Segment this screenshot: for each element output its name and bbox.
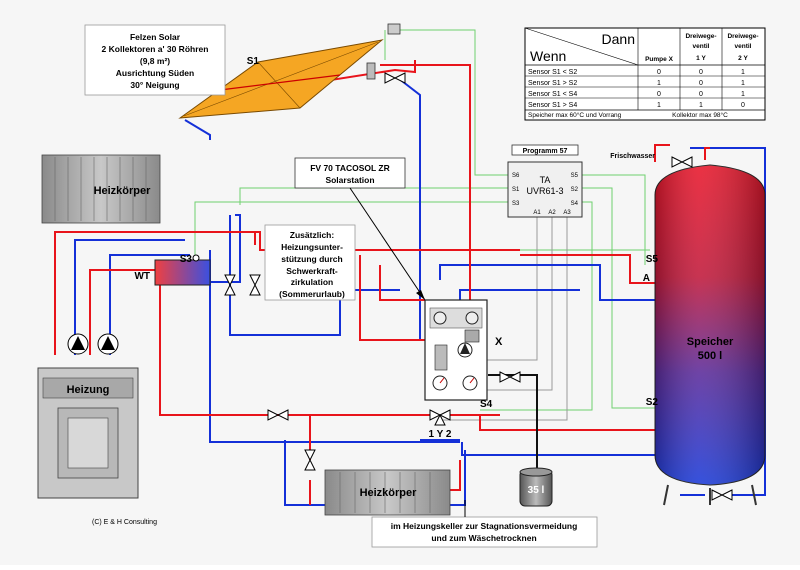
row-2-pump: 1: [657, 80, 661, 87]
table-header-if: Wenn: [530, 48, 566, 64]
col-valve1-a: Dreiwege-: [685, 33, 716, 40]
controller-name-1: TA: [540, 175, 551, 185]
col-valve1-b: ventil: [693, 43, 710, 50]
info-line-5: 30° Neigung: [130, 80, 179, 90]
signal-lines: [440, 215, 568, 421]
sensor-s5-label: S5: [646, 254, 659, 265]
radiator-top: [41, 154, 161, 224]
row-2-v1: 0: [699, 80, 703, 87]
controller-program: Programm 57: [523, 148, 568, 155]
row-2-cond: Sensor S1 > S2: [528, 80, 577, 87]
storage-tank: [654, 164, 766, 506]
row-1-pump: 0: [657, 69, 661, 76]
info-line-1: Felzen Solar: [130, 32, 181, 42]
heat-exchanger: [154, 259, 211, 286]
fresh-water-valve-icon: [671, 156, 733, 501]
controller-name-2: UVR61-3: [526, 186, 563, 196]
output-a-label: A: [643, 273, 650, 284]
note-line-5: zirkulation: [291, 277, 334, 287]
row-3-cond: Sensor S1 < S4: [528, 91, 577, 98]
radiator-bottom: [324, 469, 451, 516]
note-line-1: Zusätzlich:: [290, 230, 335, 240]
boiler: [37, 367, 139, 499]
col-valve2-c: 2 Y: [738, 55, 748, 62]
row-3-v2: 1: [741, 91, 745, 98]
station-title-1: FV 70 TACOSOL ZR: [310, 163, 390, 173]
tank-title: Speicher: [687, 336, 734, 348]
table-footer-left: Speicher max 60°C und Vorrang: [528, 111, 622, 119]
row-4-pump: 1: [657, 102, 661, 109]
gravity-valves: [224, 274, 261, 296]
info-line-3: (9,8 m²): [140, 56, 170, 66]
col-valve1-c: 1 Y: [696, 55, 706, 62]
radiator-bottom-label: Heizkörper: [360, 487, 418, 499]
row-3-pump: 0: [657, 91, 661, 98]
port-s2: S2: [571, 187, 579, 193]
sensor-s2-label: S2: [646, 397, 659, 408]
valves-label: 1 Y 2: [429, 429, 452, 440]
row-1-cond: Sensor S1 < S2: [528, 69, 577, 76]
radiator-top-label: Heizkörper: [94, 185, 152, 197]
solar-collector: [178, 39, 384, 119]
note-line-4: Schwerkraft-: [286, 266, 338, 276]
sensor-s4-label: S4: [480, 399, 493, 410]
port-s5: S5: [571, 173, 579, 179]
note-line-6: (Sommerurlaub): [279, 289, 345, 299]
bottom-note-box: im Heizungskeller zur Stagnationsvermeid…: [371, 500, 598, 548]
expansion-label: 35 l: [528, 485, 545, 496]
pump-x-label: X: [495, 336, 503, 348]
boiler-label: Heizung: [67, 384, 110, 396]
port-a1: A1: [533, 210, 541, 216]
row-1-v2: 1: [741, 69, 745, 76]
copyright-label: (C) E & H Consulting: [92, 519, 157, 526]
green-sensor-lines: [194, 29, 655, 411]
info-line-4: Ausrichtung Süden: [116, 68, 194, 78]
collector-info-box: Felzen Solar 2 Kollektoren a' 30 Röhren …: [84, 24, 226, 96]
row-2-v2: 1: [741, 80, 745, 87]
port-s4: S4: [571, 201, 579, 207]
heating-line-valve-icon: [267, 371, 521, 471]
solar-station: [424, 299, 488, 401]
port-s1: S1: [512, 187, 520, 193]
row-4-cond: Sensor S1 > S4: [528, 102, 577, 109]
bottom-note-1: im Heizungskeller zur Stagnationsvermeid…: [391, 521, 578, 531]
note-line-2: Heizungsunter-: [281, 242, 343, 252]
row-4-v1: 1: [699, 102, 703, 109]
sensor-s3-icon: [192, 254, 200, 262]
table-footer-right: Kollektor max 98°C: [672, 111, 728, 119]
heat-exchanger-label: WT: [134, 271, 150, 282]
collector-vent-icon: [366, 23, 401, 80]
row-4-v2: 0: [741, 102, 745, 109]
sensor-s3-label: S3: [180, 254, 193, 265]
port-a3: A3: [563, 210, 571, 216]
fresh-water-label: Frischwasser: [610, 153, 655, 160]
col-valve2-b: ventil: [735, 43, 752, 50]
station-title-2: Solarstation: [325, 175, 374, 185]
info-line-2: 2 Kollektoren a' 30 Röhren: [102, 44, 209, 54]
port-s6: S6: [512, 173, 520, 179]
port-s3: S3: [512, 201, 520, 207]
gravity-note-box: Zusätzlich: Heizungsunter- stützung durc…: [264, 224, 356, 301]
row-3-v1: 0: [699, 91, 703, 98]
row-1-v1: 0: [699, 69, 703, 76]
bottom-note-2: und zum Wäschetrocknen: [431, 533, 536, 543]
heating-pump-icons: [67, 333, 119, 355]
logic-table: Wenn Dann Pumpe X Dreiwege- ventil 1 Y D…: [524, 27, 766, 121]
collector-sensor-label: S1: [247, 56, 260, 67]
note-line-3: stützung durch: [281, 254, 342, 264]
controller-uvr61: Programm 57 TA UVR61-3 S6 S1 S3 S5 S2 S4…: [507, 144, 583, 218]
collector-valve-icon: [384, 72, 406, 84]
col-valve2-a: Dreiwege-: [727, 33, 758, 40]
station-title-box: FV 70 TACOSOL ZR Solarstation: [294, 157, 426, 301]
expansion-vessel: [519, 467, 553, 507]
three-way-valve-icon: [429, 409, 451, 426]
col-pump: Pumpe X: [645, 56, 673, 63]
port-a2: A2: [548, 210, 556, 216]
tank-volume: 500 l: [698, 350, 722, 362]
table-header-then: Dann: [602, 31, 635, 47]
